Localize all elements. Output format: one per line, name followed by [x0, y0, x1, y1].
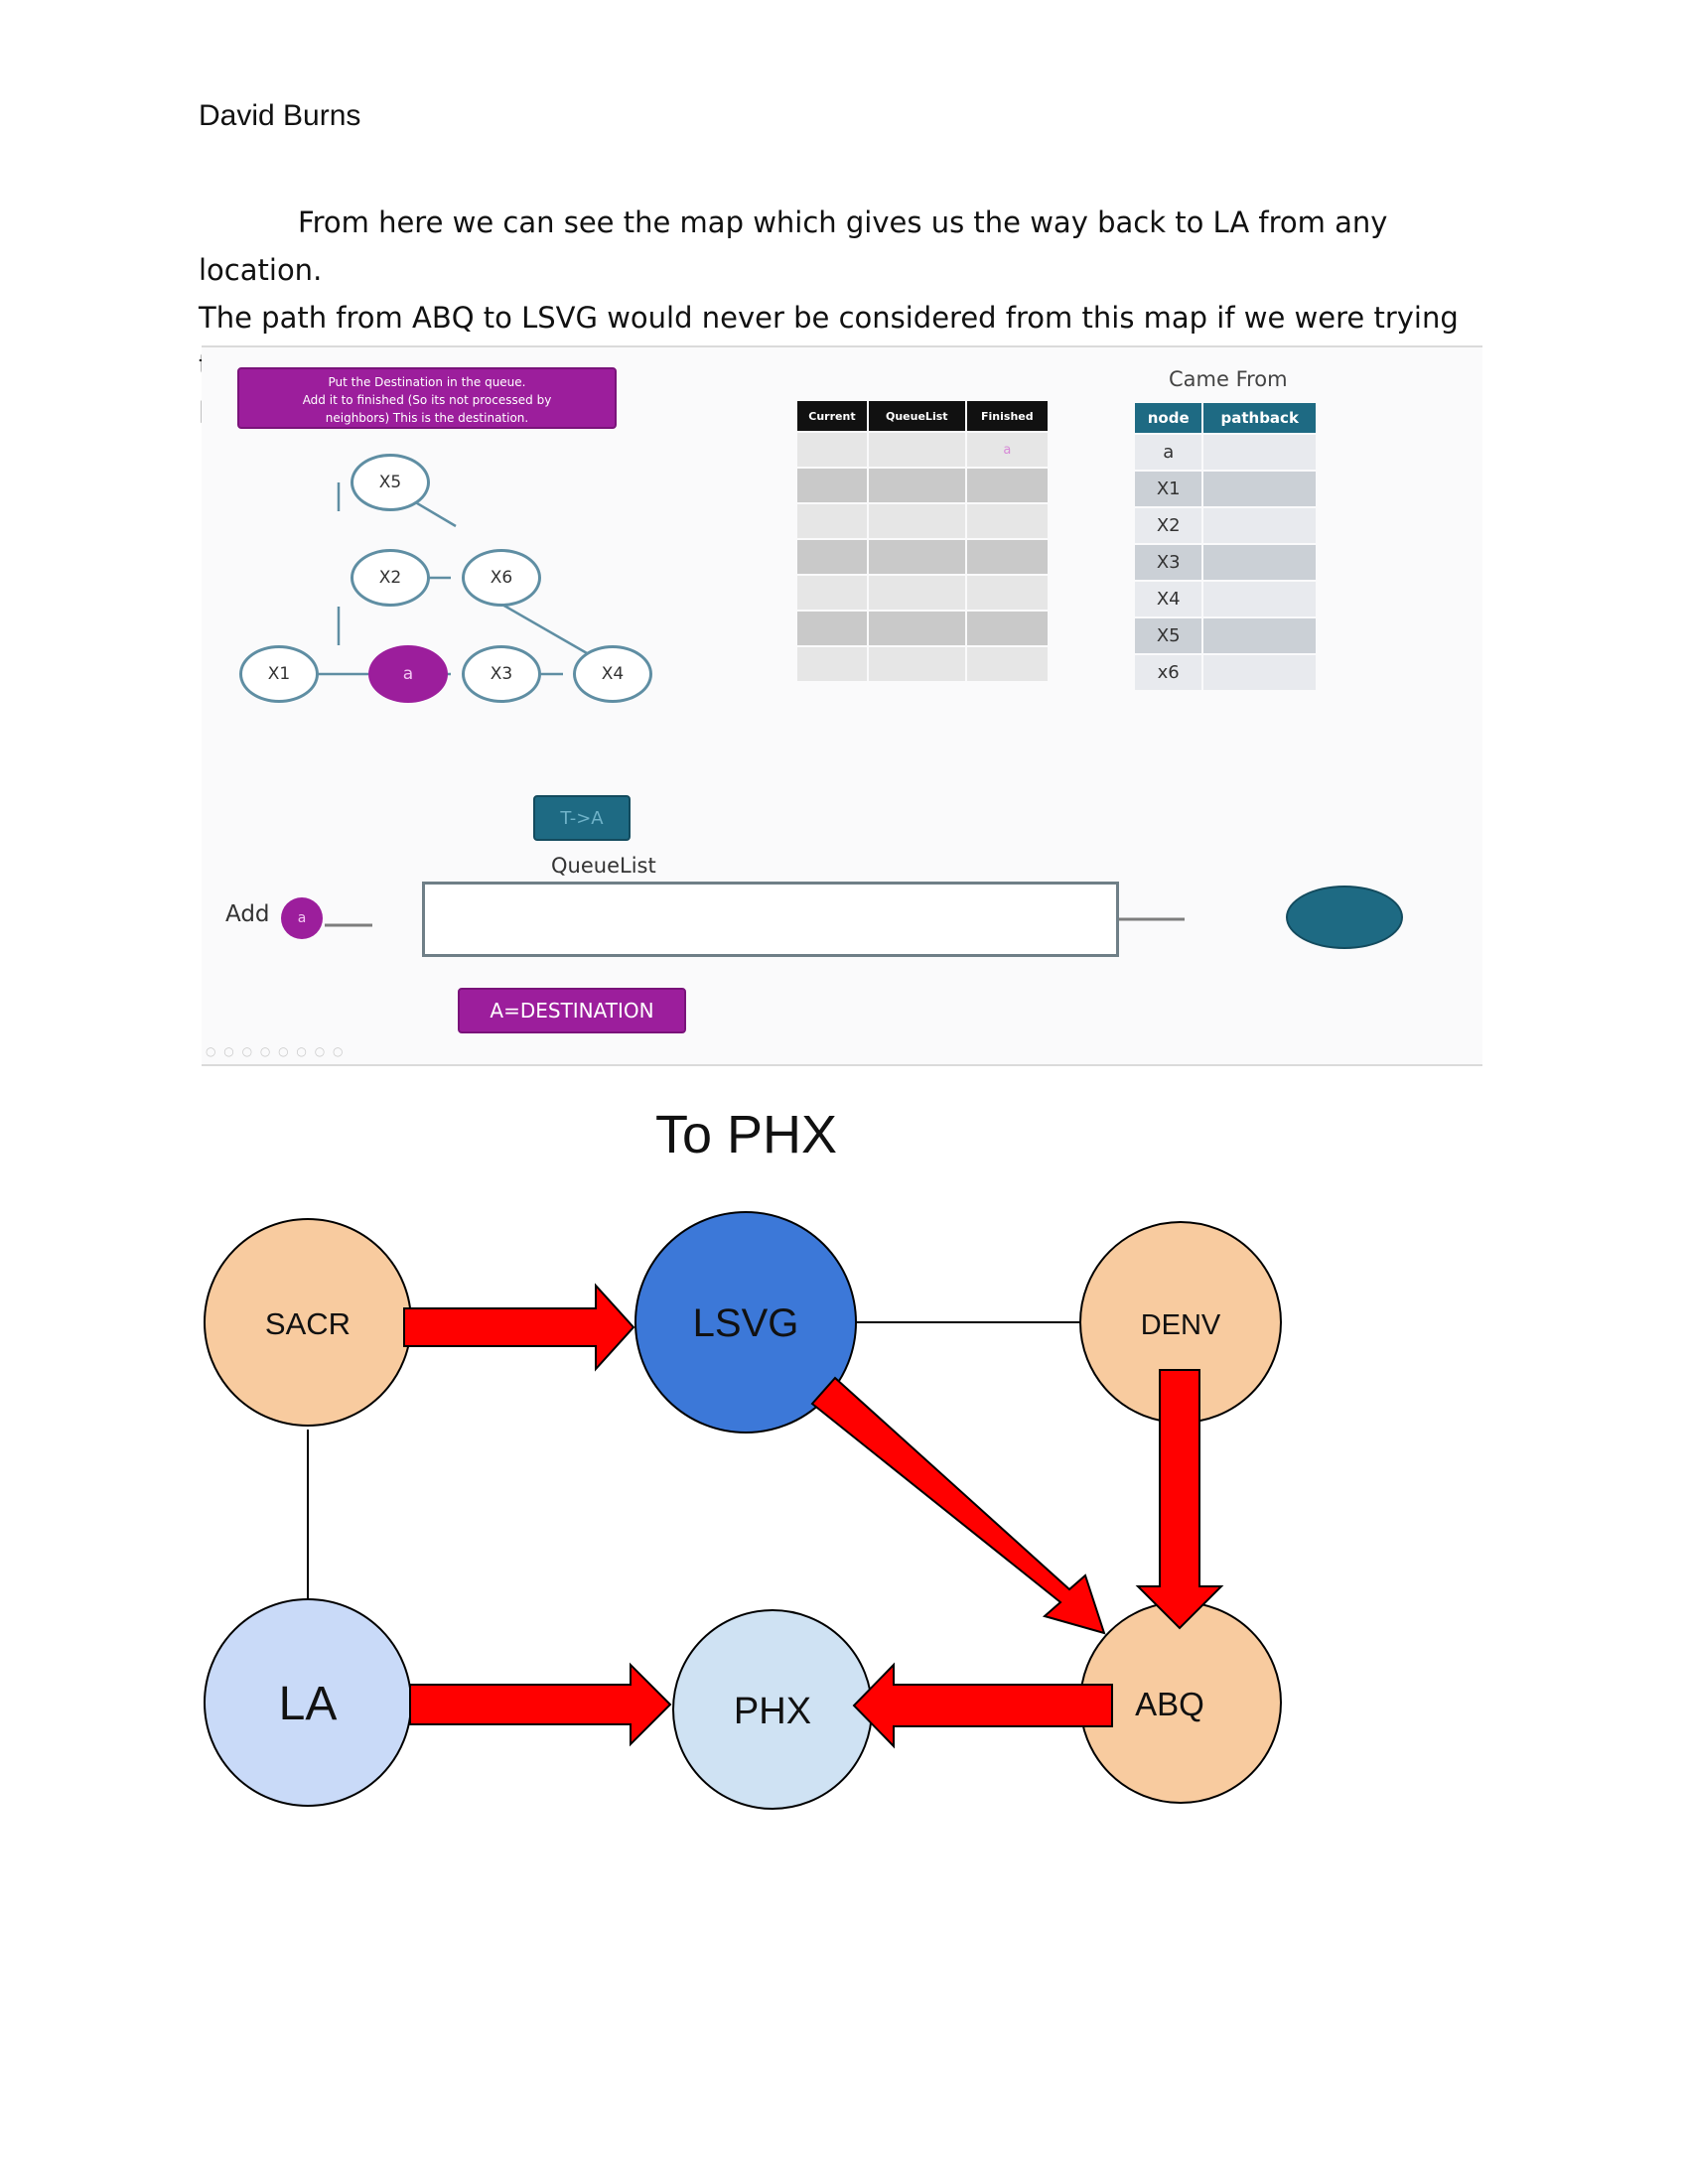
label-la: LA [279, 1678, 338, 1730]
table-row [795, 467, 1051, 504]
table-row [795, 502, 1051, 540]
instruction-box: Put the Destination in the queue. Add it… [237, 367, 617, 429]
paragraph-line-1: From here we can see the map which gives… [199, 205, 1388, 287]
label-sacr: SACR [265, 1306, 351, 1341]
column-header-pathback: pathback [1201, 401, 1318, 435]
table-row [795, 610, 1051, 647]
node-cell: X4 [1132, 580, 1204, 618]
table-row: X5 [1132, 616, 1318, 655]
table-row: X3 [1132, 543, 1318, 582]
table-row [795, 574, 1051, 612]
graph-node-x5: X5 [351, 454, 430, 511]
algorithm-slide-screenshot: Put the Destination in the queue. Add it… [202, 345, 1482, 1066]
table-row: X4 [1132, 580, 1318, 618]
graph-node-a: a [368, 645, 448, 703]
route-map-diagram: SACR LSVG DENV LA PHX ABQ [204, 1211, 1282, 1810]
finished-cell: a [964, 431, 1051, 469]
instruction-line: Put the Destination in the queue. [328, 375, 526, 389]
label-lsvg: LSVG [693, 1301, 799, 1345]
node-cell: X2 [1132, 506, 1204, 545]
arrow-lsvg-to-abq [810, 1376, 1106, 1635]
table-row: a [1132, 433, 1318, 472]
table-row: X2 [1132, 506, 1318, 545]
arrow-denv-to-abq [1135, 1369, 1224, 1630]
route-edges [307, 1321, 1080, 1598]
destination-button[interactable]: A=DESTINATION [458, 988, 686, 1033]
add-label: Add [225, 901, 270, 927]
graph-node-x1: X1 [239, 645, 319, 703]
add-token[interactable]: a [281, 897, 323, 939]
label-denv: DENV [1141, 1309, 1221, 1341]
arrow-abq-to-phx [852, 1662, 1113, 1749]
graph-node-x3: X3 [462, 645, 541, 703]
node-cell: x6 [1132, 653, 1204, 692]
column-header-finished: Finished [964, 399, 1051, 433]
came-from-table: node pathback a X1 X2 X3 X4 X5 x6 [1132, 401, 1318, 692]
column-header-current: Current [795, 399, 869, 433]
table-row: a [795, 431, 1051, 469]
slide-controls-icon: ○ ○ ○ ○ ○ ○ ○ ○ [206, 1044, 346, 1058]
column-header-node: node [1132, 401, 1204, 435]
table-row [795, 538, 1051, 576]
label-phx: PHX [734, 1691, 811, 1732]
came-from-title: Came From [1169, 367, 1288, 391]
queue-table: Current QueueList Finished a [795, 399, 1051, 683]
graph-node-x4: X4 [573, 645, 652, 703]
arrow-la-to-phx [409, 1662, 672, 1747]
node-lsvg [634, 1211, 857, 1433]
queuelist-box [422, 882, 1119, 957]
instruction-line: Add it to finished (So its not processed… [302, 393, 552, 407]
transfer-button[interactable]: T->A [533, 795, 631, 841]
queuelist-label: QueueList [551, 854, 656, 878]
route-arrows [403, 1283, 1224, 1749]
output-oval [1286, 886, 1403, 949]
table-header-row: node pathback [1132, 401, 1318, 435]
node-cell: X3 [1132, 543, 1204, 582]
column-header-queuelist: QueueList [866, 399, 967, 433]
node-cell: a [1132, 433, 1204, 472]
table-row: x6 [1132, 653, 1318, 692]
table-row: X1 [1132, 470, 1318, 508]
table-row [795, 645, 1051, 683]
route-map-title: To PHX [655, 1105, 838, 1164]
node-cell: X1 [1132, 470, 1204, 508]
author-name: David Burns [199, 99, 361, 132]
graph-node-x6: X6 [462, 549, 541, 607]
graph-node-x2: X2 [351, 549, 430, 607]
arrow-sacr-to-lsvg [403, 1283, 635, 1372]
instruction-line: neighbors) This is the destination. [325, 411, 529, 425]
table-header-row: Current QueueList Finished [795, 399, 1051, 433]
label-abq: ABQ [1135, 1686, 1204, 1722]
node-cell: X5 [1132, 616, 1204, 655]
